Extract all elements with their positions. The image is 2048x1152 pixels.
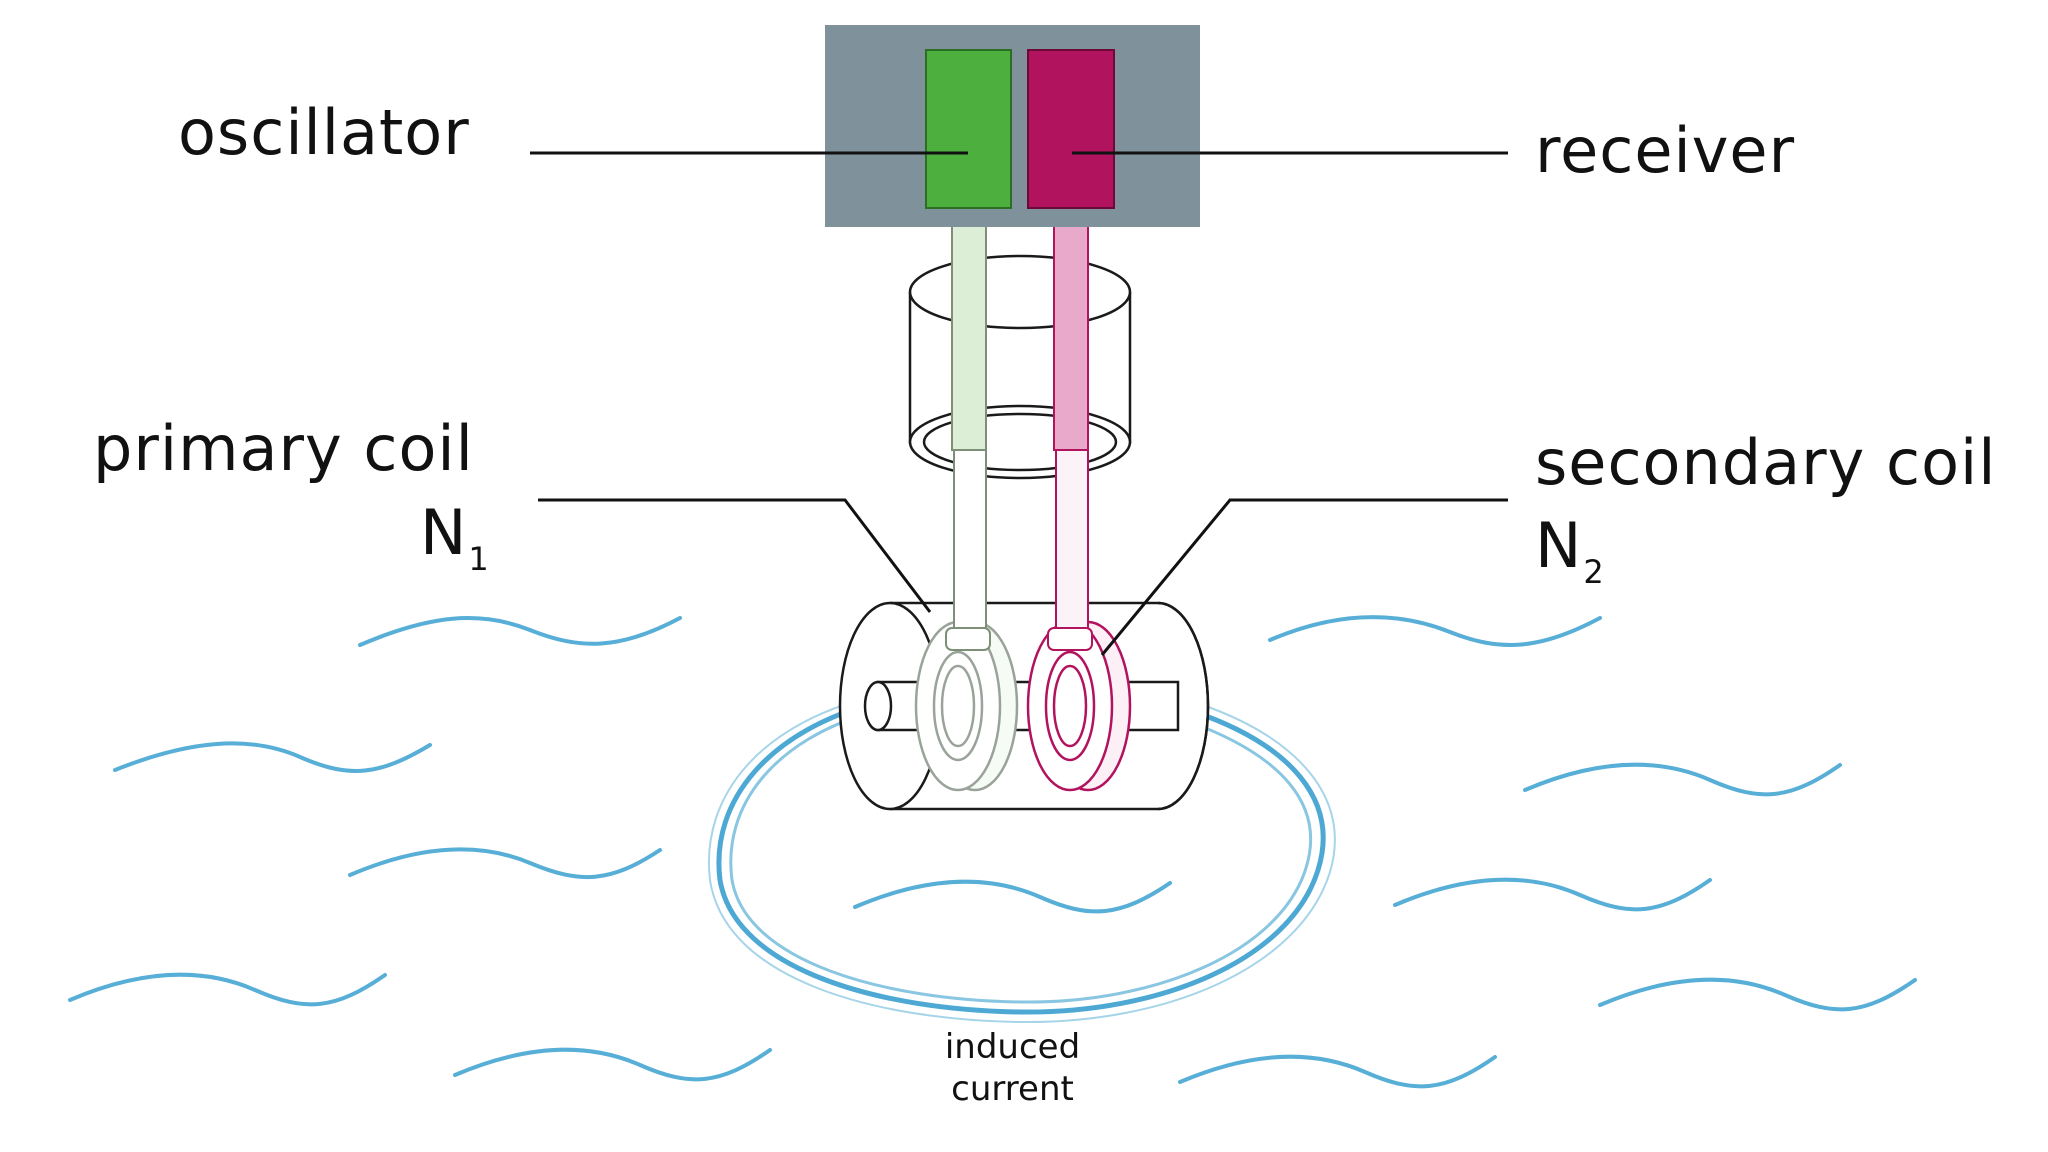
secondary-coil-toroid	[1026, 620, 1132, 792]
water-wave	[1178, 1054, 1497, 1089]
induced-label-line1: induced	[944, 1027, 1081, 1067]
water-wave	[853, 879, 1172, 914]
secondary-coil-label: secondary coil	[1535, 426, 1997, 499]
primary-symbol-subscript: 1	[468, 540, 489, 578]
secondary-coil-symbol: N2	[1535, 515, 1604, 591]
oscillator-block	[925, 49, 1012, 209]
oscillator-label: oscillator	[178, 96, 470, 169]
secondary-symbol-letter: N	[1535, 509, 1582, 582]
water-wave	[453, 1047, 772, 1082]
receiver-label: receiver	[1535, 114, 1796, 187]
primary-coil-label: primary coil	[93, 412, 474, 485]
water-wave	[113, 741, 432, 773]
water-wave	[1523, 762, 1842, 797]
water-waves	[68, 615, 1917, 1089]
water-wave	[68, 972, 387, 1007]
water-wave	[1598, 977, 1917, 1012]
sensor-body	[838, 601, 1210, 811]
secondary-wire	[1047, 204, 1093, 651]
receiver-block	[1027, 49, 1115, 209]
induced-current-label: induced current	[915, 1030, 1110, 1106]
induced-current-loop	[707, 693, 1336, 1024]
electronics-housing	[825, 25, 1200, 227]
primary-symbol-letter: N	[420, 496, 467, 569]
secondary-symbol-subscript: 2	[1583, 553, 1604, 591]
primary-coil-leader	[538, 498, 932, 613]
water-wave	[1268, 615, 1602, 647]
water-wave	[348, 847, 662, 880]
leader-lines	[530, 151, 1508, 656]
secondary-coil-leader	[1100, 498, 1508, 656]
water-wave	[1393, 877, 1712, 912]
sensor-stem	[908, 254, 1132, 480]
induced-label-line2: current	[951, 1069, 1074, 1109]
water-wave	[358, 616, 682, 647]
primary-wire	[945, 204, 991, 651]
primary-coil-symbol: N1	[420, 502, 489, 578]
